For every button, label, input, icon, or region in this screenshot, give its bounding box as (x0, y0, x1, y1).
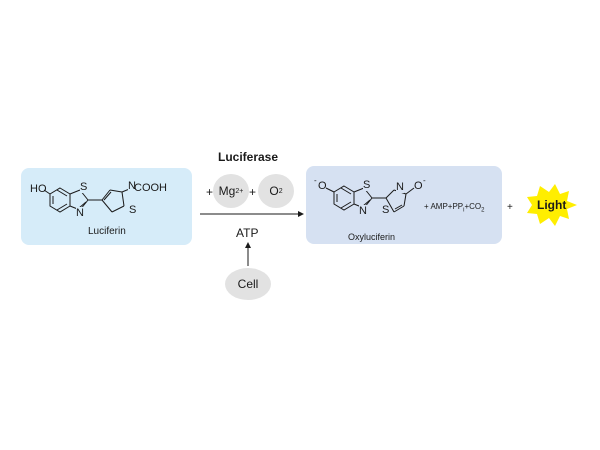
luciferin-s1-label: S (80, 181, 88, 193)
oxy-o-left-label: O (318, 180, 327, 192)
byproduct-co: +CO (464, 202, 482, 211)
cell-oval: Cell (225, 268, 271, 300)
atp-label: ATP (236, 226, 259, 240)
light-burst (527, 184, 577, 226)
light-label: Light (537, 198, 567, 212)
o2-sub: 2 (278, 187, 283, 195)
byproduct-two: 2 (481, 207, 485, 214)
mg-charge: 2+ (235, 187, 244, 195)
luciferin-s2-label: S (129, 204, 137, 216)
oxy-o-right-label: O (414, 180, 423, 192)
byproduct-plus: + (424, 202, 429, 211)
luciferin-n1-label: N (76, 207, 84, 219)
oxy-s1-label: S (363, 179, 371, 191)
cofactor-plus-2: + (249, 185, 257, 199)
cofactor-plus-1: + (206, 185, 214, 199)
byproduct-amp: AMP+PP (430, 202, 464, 211)
oxy-n1-label: N (359, 205, 367, 217)
o2-label: O (269, 184, 279, 198)
luciferin-name: Luciferin (88, 226, 126, 237)
enzyme-label: Luciferase (218, 150, 279, 164)
oxy-o-left-minus: - (314, 176, 317, 185)
light-plus: + (507, 202, 513, 213)
mg-label: Mg (218, 184, 236, 198)
luciferin-n2-label: N (128, 180, 136, 192)
oxy-o-right-minus: - (423, 176, 426, 185)
byproduct-i: i (463, 207, 465, 214)
oxy-s2-label: S (382, 204, 390, 216)
cell-label: Cell (237, 277, 259, 291)
oxy-n2-label: N (396, 181, 404, 193)
luciferin-cooh-label: COOH (134, 182, 167, 194)
oxyluciferin-name: Oxyluciferin (348, 232, 396, 242)
luciferin-ho-label: HO (30, 183, 47, 195)
luciferin-box (21, 168, 192, 245)
byproducts: + AMP+PPi+CO2 (424, 202, 485, 214)
